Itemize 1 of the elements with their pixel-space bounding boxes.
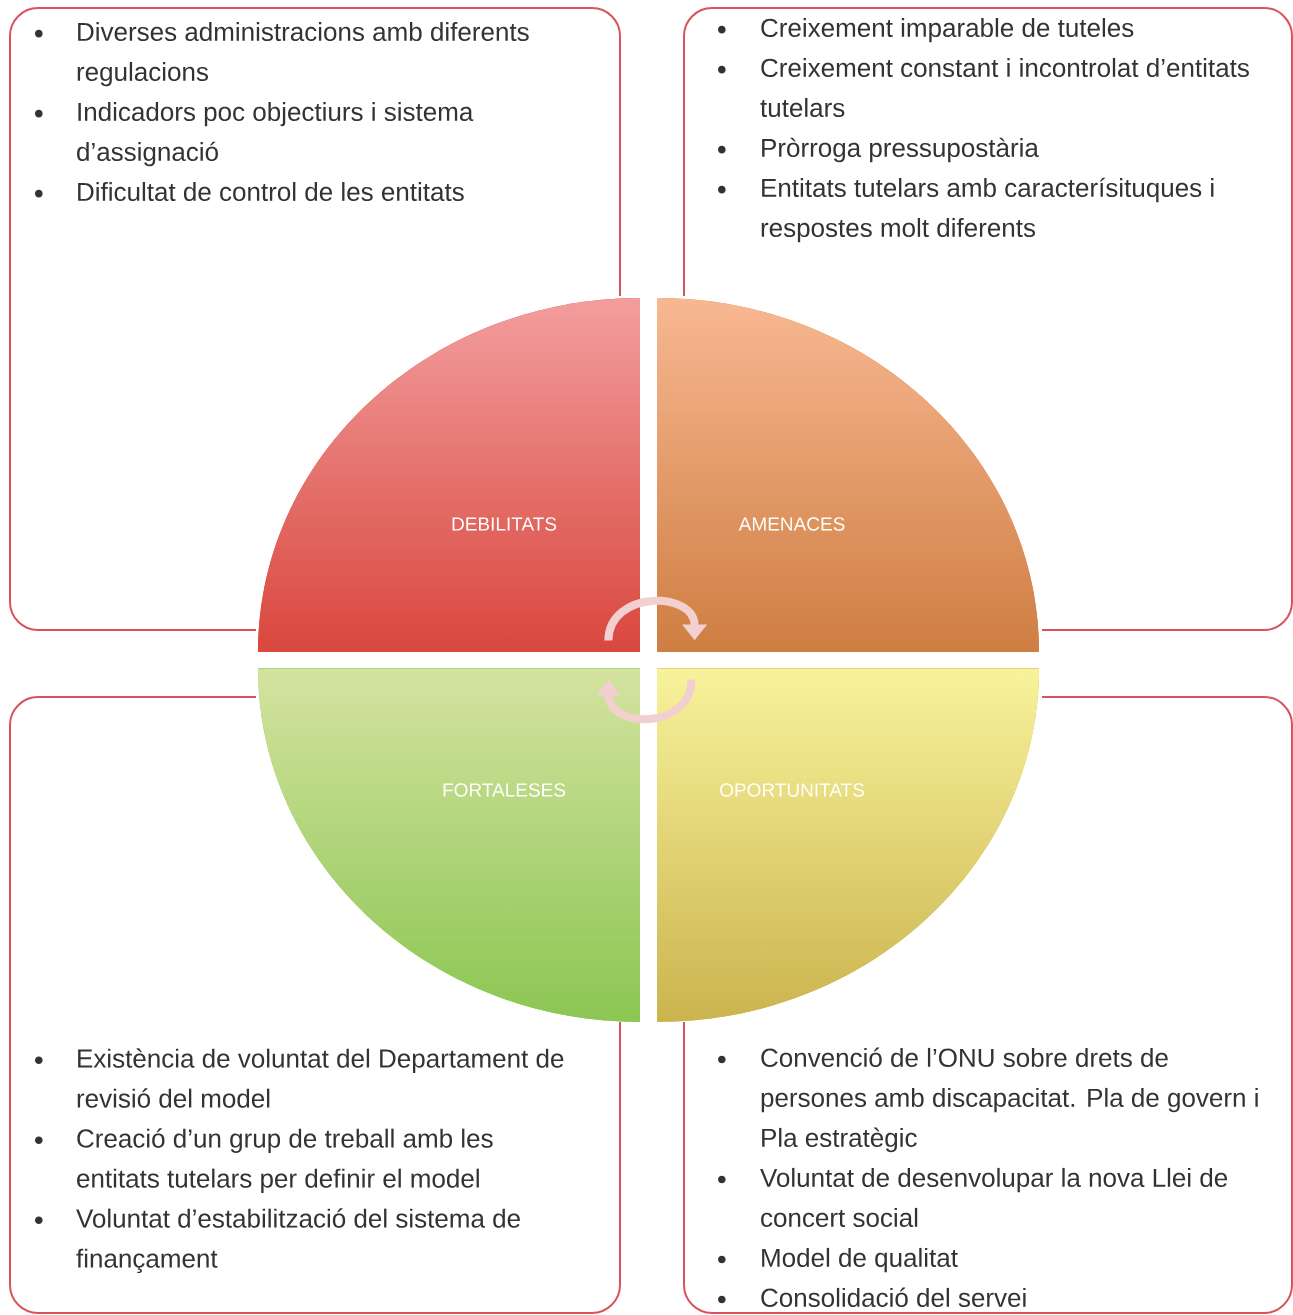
node-label: DEBILITATS <box>452 517 557 531</box>
